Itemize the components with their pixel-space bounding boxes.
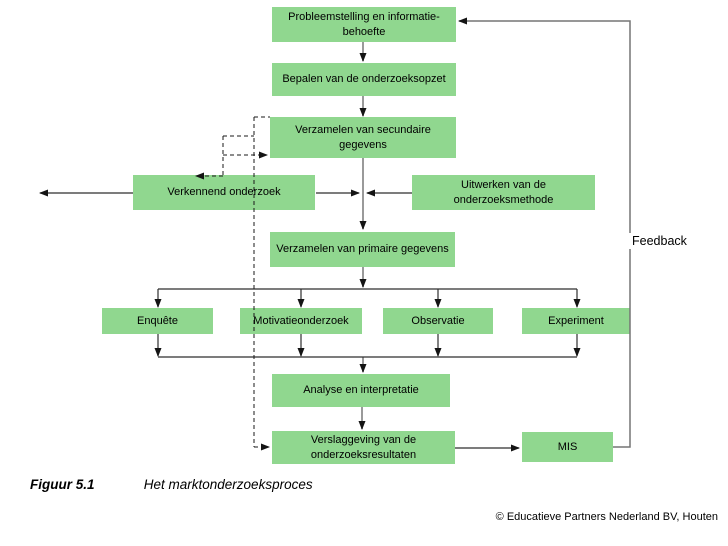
node-mis: MIS: [522, 432, 613, 462]
node-probleemstelling: Probleemstelling en informatie-behoefte: [272, 7, 456, 42]
node-experiment: Experiment: [522, 308, 630, 334]
copyright-notice: © Educatieve Partners Nederland BV, Hout…: [495, 511, 718, 523]
node-verkennend-onderzoek: Verkennend onderzoek: [133, 175, 315, 210]
feedback-loop-line: [458, 17, 631, 448]
figure-caption: Figuur 5.1 Het marktonderzoeksproces: [30, 477, 313, 492]
figure-title: Het marktonderzoeksproces: [143, 477, 313, 492]
node-enquete: Enquête: [102, 308, 213, 334]
node-uitwerken-onderzoeksmethode: Uitwerken van de onderzoeksmethode: [412, 175, 595, 210]
node-primaire-gegevens: Verzamelen van primaire gegevens: [270, 232, 455, 267]
node-secundaire-gegevens: Verzamelen van secundaire gegevens: [270, 117, 456, 158]
feedback-label: Feedback: [629, 233, 690, 249]
node-analyse: Analyse en interpretatie: [272, 374, 450, 407]
figure-number: Figuur 5.1: [30, 477, 95, 492]
node-verslaggeving: Verslaggeving van de onderzoeksresultate…: [272, 431, 455, 464]
node-observatie: Observatie: [383, 308, 493, 334]
node-motivatieonderzoek: Motivatieonderzoek: [240, 308, 362, 334]
node-bepalen: Bepalen van de onderzoeksopzet: [272, 63, 456, 96]
